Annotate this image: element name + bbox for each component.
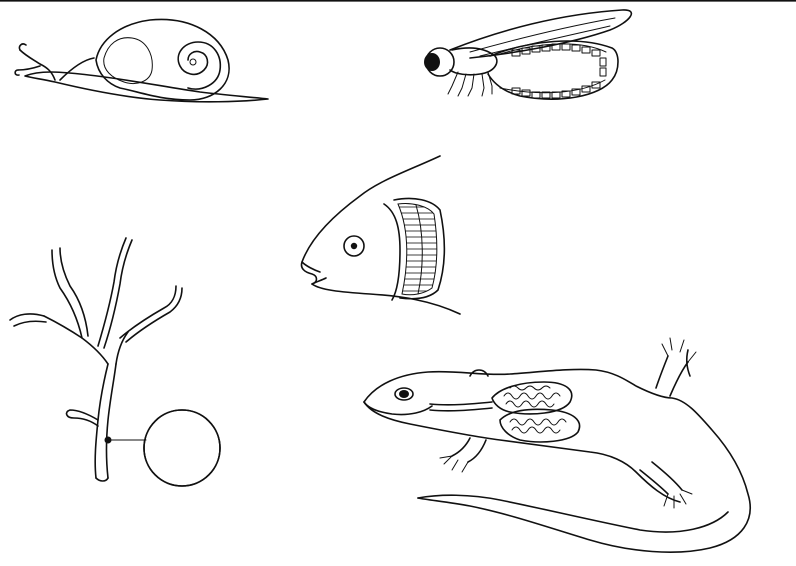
snail-drawing: [15, 19, 268, 101]
fish-drawing: [301, 156, 460, 314]
salamander-drawing: [364, 338, 750, 552]
insect-drawing: [424, 10, 631, 99]
hydra-drawing: [10, 238, 220, 486]
tracheae: [512, 44, 606, 98]
